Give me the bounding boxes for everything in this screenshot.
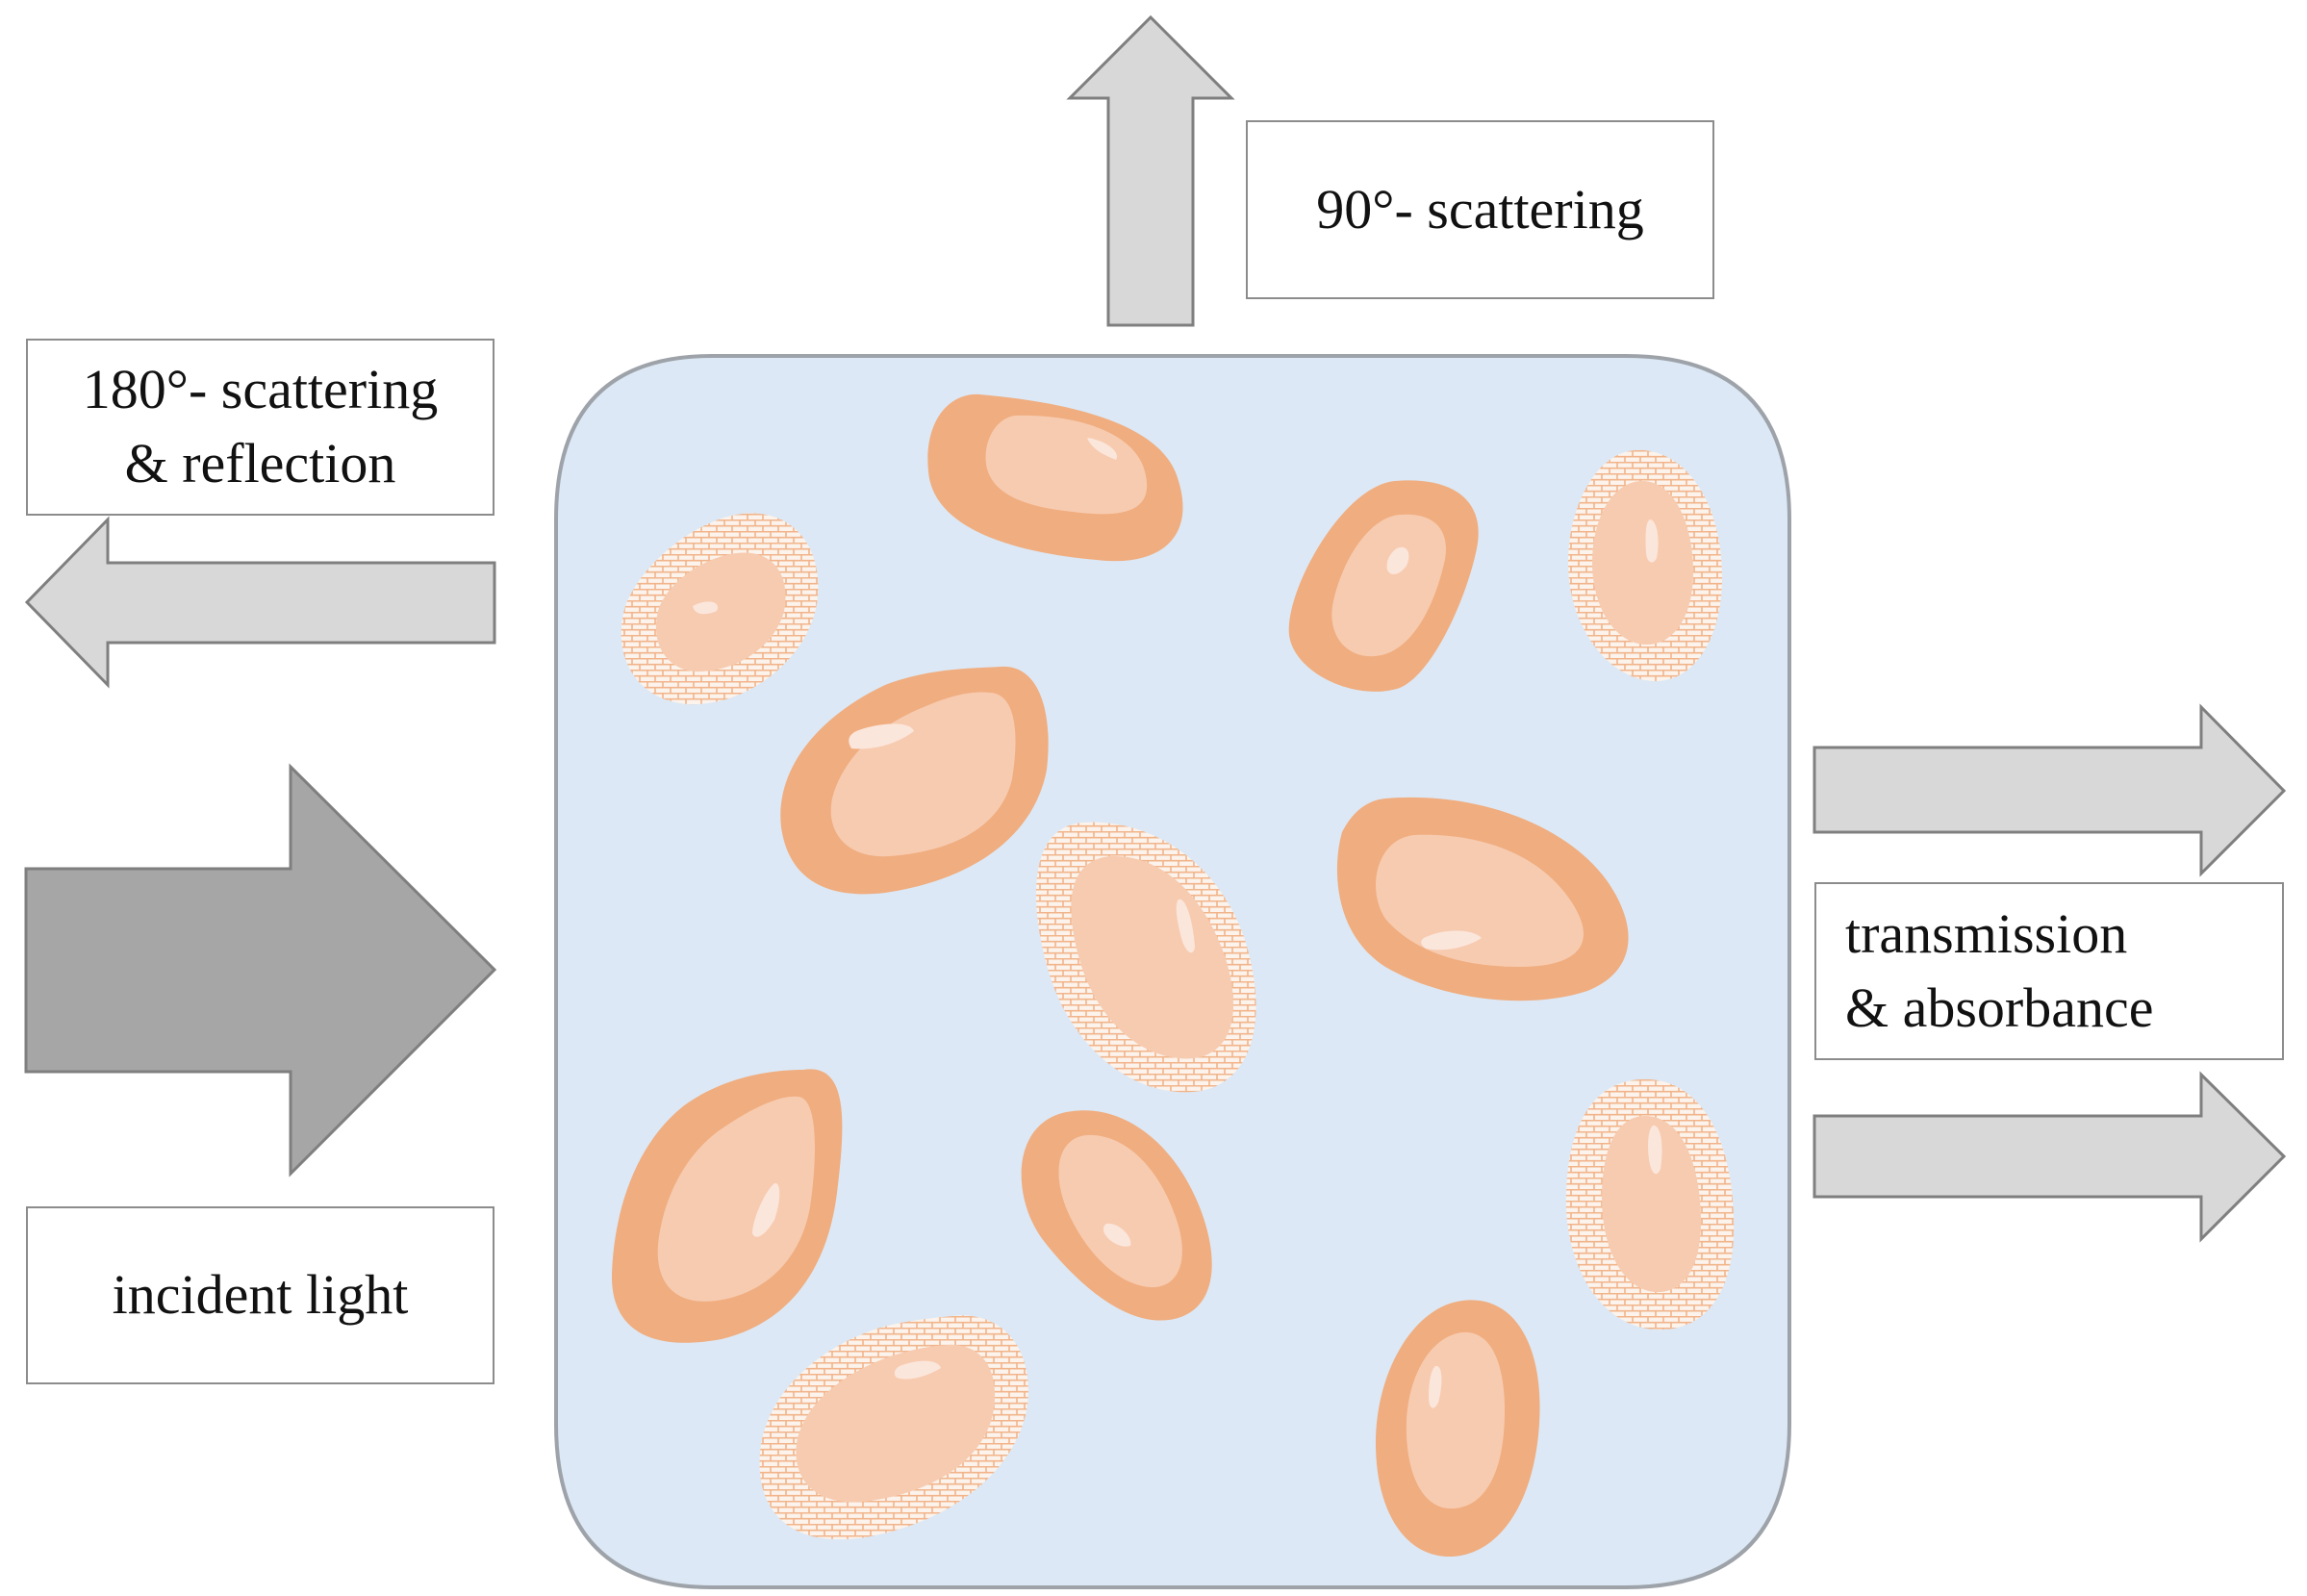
label-180-scattering: 180°- scattering & reflection (26, 339, 494, 516)
particle (780, 666, 1049, 895)
particle (611, 1069, 843, 1343)
particle (927, 393, 1183, 562)
arrow-right-large-icon (24, 763, 497, 1178)
coated-particle (759, 1315, 1028, 1540)
coated-particle (621, 513, 819, 705)
coated-particle (1565, 1078, 1735, 1330)
particle (1021, 1110, 1212, 1321)
particle (1376, 1300, 1540, 1558)
coated-particle (1568, 449, 1722, 682)
arrow-right-icon (1813, 1071, 2287, 1243)
coated-particle (1035, 822, 1256, 1093)
label-180-line1: 180°- scattering (82, 358, 439, 421)
label-transmission: transmission & absorbance (1814, 882, 2284, 1060)
label-180-line2: & reflection (124, 432, 396, 494)
arrow-right-icon (1813, 703, 2287, 877)
arrow-up-icon (1066, 14, 1235, 327)
arrow-left-icon (24, 516, 496, 689)
label-transmission-line1: transmission (1845, 901, 2128, 965)
label-90-scattering: 90°- scattering (1246, 120, 1714, 299)
label-transmission-line2: & absorbance (1845, 975, 2154, 1039)
label-90-scattering-text: 90°- scattering (1316, 177, 1644, 241)
label-incident-light-text: incident light (112, 1263, 409, 1327)
particle (1288, 480, 1479, 692)
label-incident-light: incident light (26, 1206, 494, 1384)
particle (1336, 797, 1629, 1001)
